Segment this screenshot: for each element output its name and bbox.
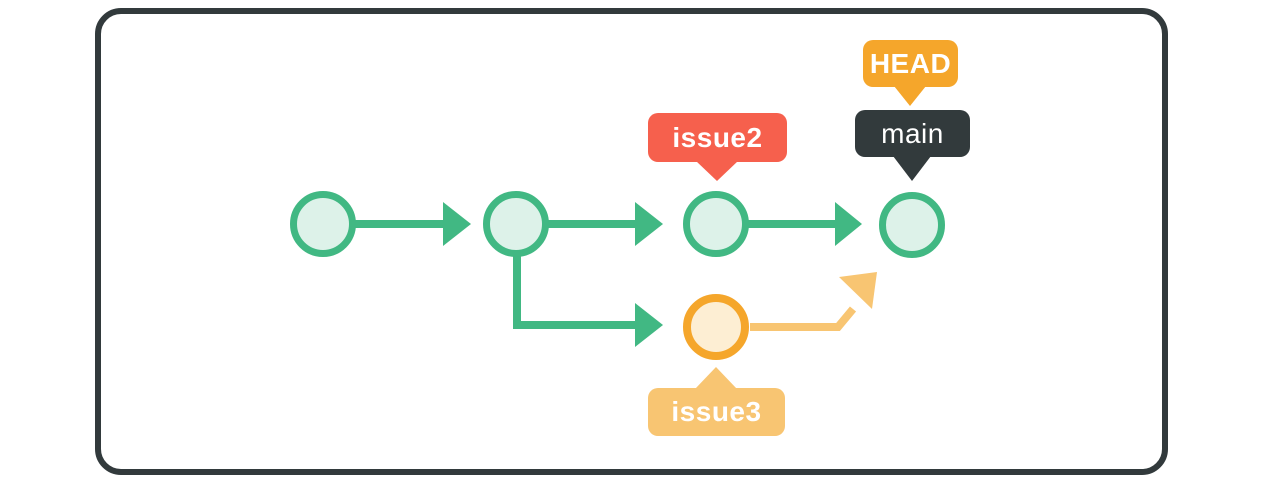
arrowhead-commit2-commit3 [635,202,663,246]
arrowhead-commit1-commit2 [443,202,471,246]
head-badge-label: HEAD [869,47,952,79]
edge-commit2-branch [513,250,638,329]
commit-node-3 [683,191,749,257]
arrowhead-branch [635,303,663,347]
issue2-branch-badge: issue2 [648,113,787,162]
issue3-branch-badge-label: issue3 [671,396,762,427]
arrowhead-commit3-commit4 [835,202,862,246]
head-badge: HEAD [863,40,958,87]
commit-node-issue3 [683,294,749,360]
commit-node-4 [879,192,945,258]
edge-merge-pending [750,306,857,331]
main-branch-badge: main [855,110,970,157]
arrowhead-merge-pending [839,272,877,309]
diagram-frame-border [95,8,1168,475]
issue3-branch-badge: issue3 [648,388,785,436]
issue2-branch-badge-label: issue2 [672,121,763,153]
commit-node-2 [483,191,549,257]
commit-node-1 [290,191,356,257]
main-branch-badge-label: main [881,117,944,149]
